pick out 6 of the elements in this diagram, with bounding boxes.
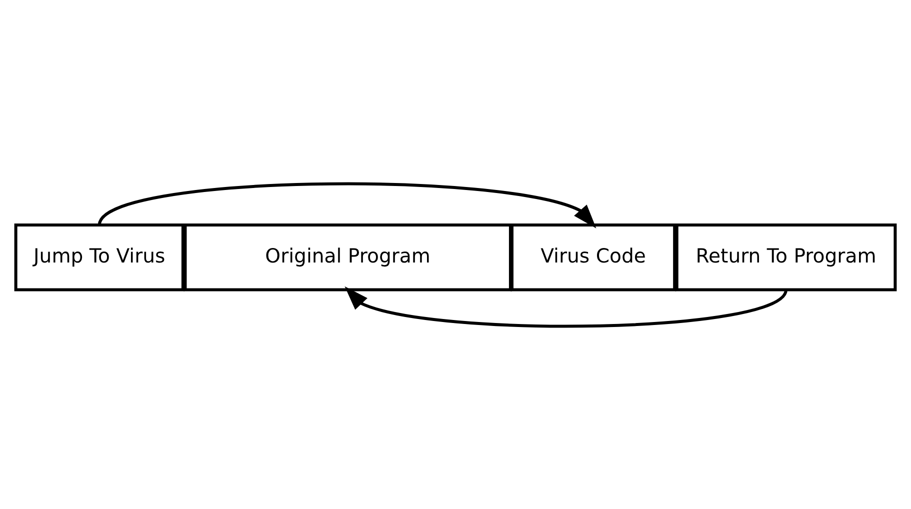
node-box: Jump To Virus xyxy=(14,222,184,291)
arrow xyxy=(98,182,596,228)
arrow xyxy=(344,286,788,328)
node-box: Return To Program xyxy=(675,222,897,291)
node-box: Original Program xyxy=(184,222,512,291)
node-box: Virus Code xyxy=(510,222,676,291)
